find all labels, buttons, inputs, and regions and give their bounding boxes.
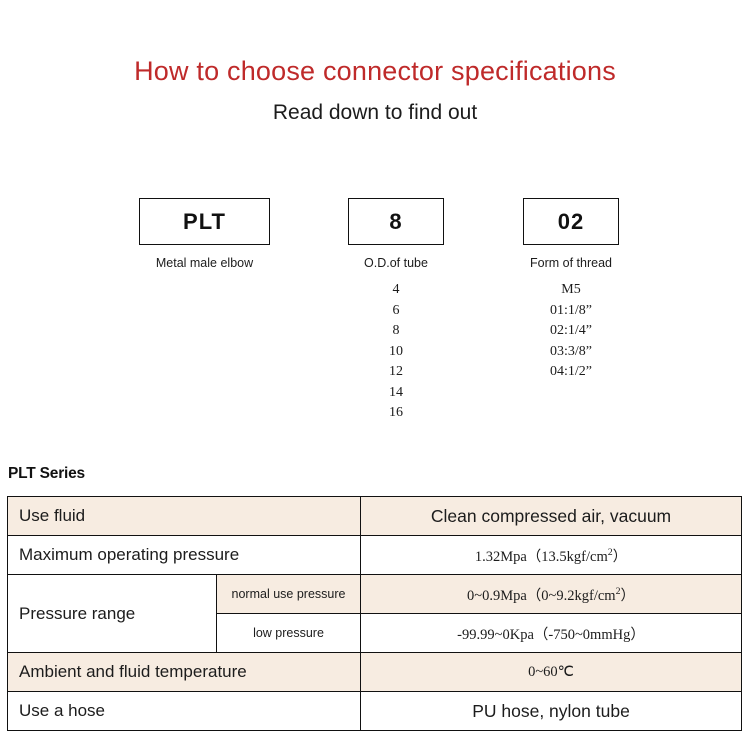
spec-label-temperature: Ambient and fluid temperature	[6, 652, 362, 692]
page-subtitle: Read down to find out	[272, 101, 478, 124]
table-row: Ambient and fluid temperature 0~60℃	[6, 652, 743, 692]
spec-sublabel-low-pressure: low pressure	[215, 613, 362, 653]
spec-value-temperature: 0~60℃	[360, 652, 743, 692]
code-caption-series: Metal male elbow	[155, 256, 254, 270]
code-option: 16	[389, 405, 403, 420]
code-option: 01:1/8”	[550, 302, 592, 318]
code-column-tube-od: 8 O.D.of tube 4 6 8 10 12 14 16	[348, 198, 444, 424]
table-row: Maximum operating pressure 1.32Mpa（13.5k…	[6, 535, 743, 575]
code-option: M5	[561, 282, 581, 297]
code-options-thread-form: M5 01:1/8” 02:1/4” 03:3/8” 04:1/2”	[523, 280, 619, 383]
spec-label-use-a-hose: Use a hose	[6, 691, 362, 731]
spec-value-text-tail: ）	[620, 587, 636, 604]
spec-value-text-tail: ）	[612, 548, 628, 565]
code-caption-thread-form: Form of thread	[530, 256, 612, 270]
code-options-tube-od: 4 6 8 10 12 14 16	[348, 280, 444, 424]
spec-label-use-fluid: Use fluid	[6, 496, 362, 536]
spec-value-low-pressure: -99.99~0Kpa（-750~0mmHg）	[360, 613, 743, 653]
code-option: 8	[392, 323, 400, 338]
code-option: 4	[392, 282, 400, 297]
code-option: 04:1/2”	[550, 364, 592, 379]
series-heading: PLT Series	[8, 465, 85, 482]
code-option: 14	[389, 384, 403, 400]
code-column-thread-form: 02 Form of thread M5 01:1/8” 02:1/4” 03:…	[523, 198, 619, 383]
spec-value-normal-use-pressure: 0~0.9Mpa（0~9.2kgf/cm2）	[360, 574, 743, 614]
spec-value-superscript: 2	[607, 546, 613, 558]
page-title: How to choose connector specifications	[134, 56, 616, 86]
table-row: Use a hose PU hose, nylon tube	[6, 691, 743, 731]
spec-sublabel-normal-use-pressure: normal use pressure	[215, 574, 362, 614]
code-option: 6	[392, 302, 400, 318]
code-box-tube-od: 8	[348, 198, 444, 245]
code-option: 02:1/4”	[550, 323, 592, 338]
code-option: 12	[389, 364, 403, 379]
spec-value-superscript: 2	[615, 585, 621, 597]
code-box-series: PLT	[139, 198, 270, 245]
spec-value-use-a-hose: PU hose, nylon tube	[360, 691, 743, 731]
spec-label-max-pressure: Maximum operating pressure	[6, 535, 362, 575]
spec-label-pressure-range: Pressure range	[7, 574, 217, 653]
specification-table: Use fluid Clean compressed air, vacuum M…	[6, 496, 743, 731]
code-column-series: PLT Metal male elbow	[139, 198, 270, 270]
table-row: Use fluid Clean compressed air, vacuum	[6, 496, 743, 536]
code-caption-tube-od: O.D.of tube	[364, 256, 428, 270]
table-row: Pressure range normal use pressure 0~0.9…	[7, 574, 743, 653]
code-box-thread-form: 02	[523, 198, 619, 245]
spec-value-text: 0~0.9Mpa（0~9.2kgf/cm	[467, 587, 616, 604]
spec-value-max-pressure: 1.32Mpa（13.5kgf/cm2）	[360, 535, 743, 575]
spec-value-text: 1.32Mpa（13.5kgf/cm	[474, 548, 608, 565]
code-breakdown-section: PLT Metal male elbow 8 O.D.of tube 4 6 8…	[0, 198, 750, 448]
spec-value-use-fluid: Clean compressed air, vacuum	[360, 496, 743, 536]
code-option: 10	[389, 343, 403, 359]
code-option: 03:3/8”	[550, 343, 592, 359]
